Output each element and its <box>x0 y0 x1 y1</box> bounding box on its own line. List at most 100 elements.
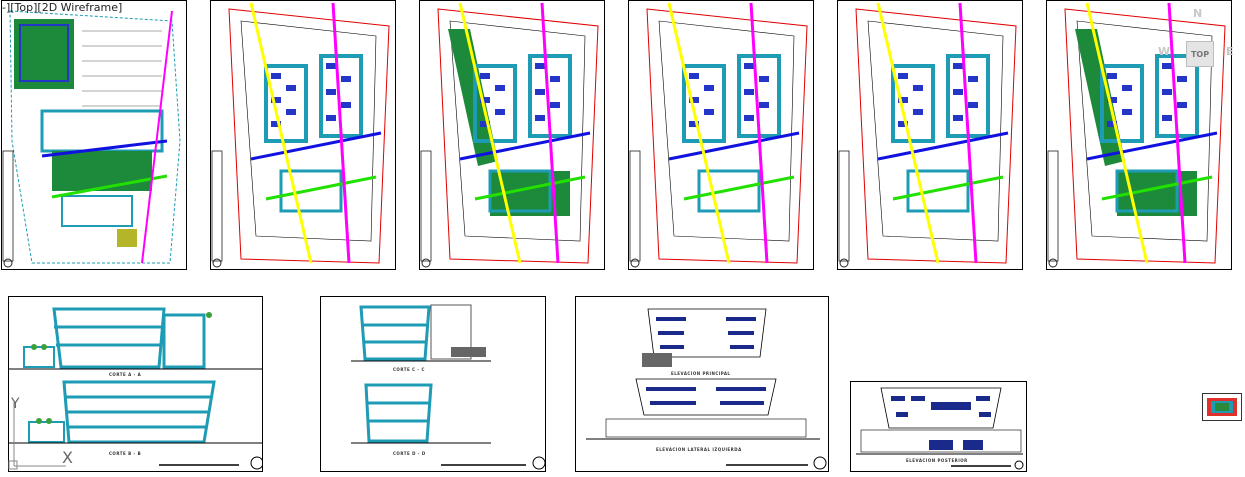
section-line-magenta <box>331 2 351 264</box>
viewport-label[interactable]: -][Top][2D Wireframe] <box>2 1 123 14</box>
north-symbol <box>630 258 640 268</box>
room <box>689 73 699 79</box>
site-boundary <box>228 8 390 264</box>
sheet-sections-cd[interactable]: CORTE C - C CORTE D - D <box>320 296 546 472</box>
room <box>326 63 336 69</box>
section-line-magenta <box>749 2 769 264</box>
section-line-blue <box>668 131 800 161</box>
section-line-green <box>474 175 586 201</box>
sheet-floor-plan-ground[interactable] <box>210 0 396 270</box>
room <box>704 109 714 115</box>
room <box>968 102 978 108</box>
room <box>759 76 769 82</box>
caption-front-elevation: ELEVACION PRINCIPAL <box>671 371 731 376</box>
room <box>271 73 281 79</box>
section-line-yellow <box>1085 2 1149 264</box>
floor-plan-ground-drawing <box>211 2 390 268</box>
building-block-lower <box>1115 169 1179 213</box>
room <box>759 102 769 108</box>
room <box>326 89 336 95</box>
floor-plan-2-drawing <box>629 2 808 268</box>
room <box>968 76 978 82</box>
north-symbol <box>1048 258 1058 268</box>
room <box>341 102 351 108</box>
compass-west[interactable]: W <box>1158 45 1171 58</box>
caption-section-d: CORTE D - D <box>393 451 426 456</box>
room <box>744 115 754 121</box>
room <box>689 121 699 127</box>
section-line-blue <box>459 131 591 161</box>
sections-cd-drawing <box>351 304 545 470</box>
sheet-thumbnail[interactable] <box>1202 393 1242 421</box>
room <box>898 73 908 79</box>
title-strip <box>629 150 641 262</box>
compass-east[interactable]: E <box>1226 45 1234 58</box>
site-outline <box>658 20 795 242</box>
section-line-blue <box>877 131 1009 161</box>
room <box>535 115 545 121</box>
section-line-magenta <box>540 2 560 264</box>
site-outline <box>1076 20 1213 242</box>
ucs-icon: Y X <box>8 396 73 472</box>
site-boundary <box>437 8 599 264</box>
elevations-drawing <box>586 308 827 470</box>
caption-rear-elevation: ELEVACION POSTERIOR <box>906 458 968 463</box>
room <box>286 85 296 91</box>
section-line-green <box>265 175 377 201</box>
room <box>535 89 545 95</box>
caption-side-elevation: ELEVACION LATERAL IZQUIERDA <box>656 447 742 452</box>
building-wing-left <box>473 64 517 143</box>
room <box>913 109 923 115</box>
title-strip <box>420 150 432 262</box>
section-line-magenta <box>958 2 978 264</box>
sheet-site-plan[interactable] <box>1 0 187 270</box>
thumbnail-drawing <box>1207 398 1237 416</box>
site-outline <box>867 20 1004 242</box>
building-wing-left <box>682 64 726 143</box>
room <box>480 121 490 127</box>
room <box>913 85 923 91</box>
caption-section-c: CORTE C - C <box>393 367 425 372</box>
sheet-sections-ab[interactable]: CORTE A - A CORTE B - B <box>8 296 263 472</box>
room <box>1162 63 1172 69</box>
title-strip <box>211 150 223 262</box>
ucs-x-label: X <box>62 448 73 467</box>
caption-section-a: CORTE A - A <box>109 372 142 377</box>
room <box>744 89 754 95</box>
floor-plan-3-drawing <box>838 2 1017 268</box>
room <box>1122 109 1132 115</box>
site-outline <box>449 20 586 242</box>
section-line-yellow <box>458 2 522 264</box>
room <box>744 63 754 69</box>
room <box>1162 115 1172 121</box>
north-symbol <box>421 258 431 268</box>
site-outline <box>240 20 377 242</box>
view-cube[interactable]: N W E TOP <box>1158 5 1238 125</box>
north-symbol <box>839 258 849 268</box>
room <box>271 121 281 127</box>
sheet-floor-plan-3[interactable] <box>837 0 1023 270</box>
building-wing-left <box>1100 64 1144 143</box>
sheet-elevations[interactable]: ELEVACION PRINCIPAL ELEVACION LATERAL IZ… <box>575 296 829 472</box>
floor-plan-1-drawing <box>420 2 599 268</box>
sheet-floor-plan-1[interactable] <box>419 0 605 270</box>
compass-north[interactable]: N <box>1193 7 1203 20</box>
building-block-lower <box>488 169 552 213</box>
room <box>495 109 505 115</box>
site-boundary <box>646 8 808 264</box>
rear-elevation-drawing <box>856 387 1024 470</box>
site-plan-drawing <box>2 10 181 268</box>
room <box>326 115 336 121</box>
caption-section-b: CORTE B - B <box>109 451 142 456</box>
sheet-rear-elevation[interactable]: ELEVACION POSTERIOR <box>850 381 1027 472</box>
building-wing-left <box>891 64 935 143</box>
sheet-floor-plan-2[interactable] <box>628 0 814 270</box>
ucs-y-label: Y <box>11 396 20 412</box>
cube-top-face[interactable]: TOP <box>1186 41 1214 67</box>
room <box>898 121 908 127</box>
room <box>480 97 490 103</box>
section-line-green <box>683 175 795 201</box>
room <box>341 76 351 82</box>
room <box>495 85 505 91</box>
room <box>953 89 963 95</box>
